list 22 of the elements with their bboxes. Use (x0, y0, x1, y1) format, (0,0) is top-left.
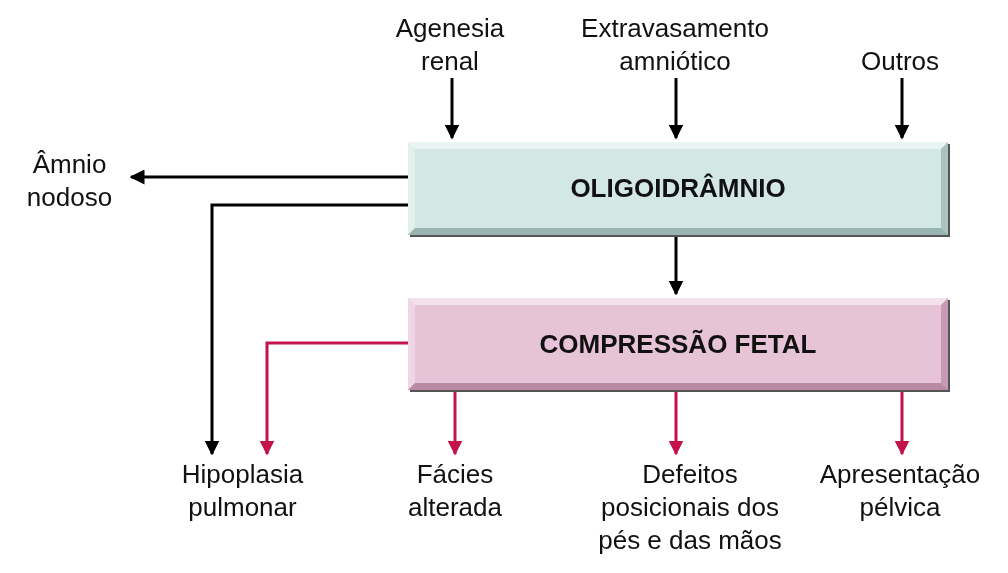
node-label: Defeitos posicionais dos pés e das mãos (597, 458, 783, 558)
arrow (259, 341, 408, 456)
process-box (408, 298, 948, 390)
arrow (129, 169, 408, 185)
node-label: Fácies alterada (407, 458, 503, 524)
arrow (668, 235, 684, 296)
node-label: Extravasamento amniótico (580, 12, 770, 78)
box-title: OLIGOIDRÂMNIO (570, 172, 786, 205)
arrow (444, 78, 460, 140)
arrow (204, 203, 408, 456)
box-title: COMPRESSÃO FETAL (539, 327, 817, 361)
node-label: Hipoplasia pulmonar (180, 458, 305, 524)
arrow (894, 78, 910, 140)
node-label: Agenesia renal (394, 12, 506, 78)
node-label: Apresentação pélvica (818, 458, 982, 524)
node-label: Âmnio nodoso (25, 148, 114, 214)
arrow (668, 78, 684, 140)
process-box (408, 142, 948, 235)
node-label: Outros (861, 45, 939, 78)
arrow (447, 390, 463, 456)
arrow (894, 390, 910, 456)
arrow (668, 390, 684, 456)
